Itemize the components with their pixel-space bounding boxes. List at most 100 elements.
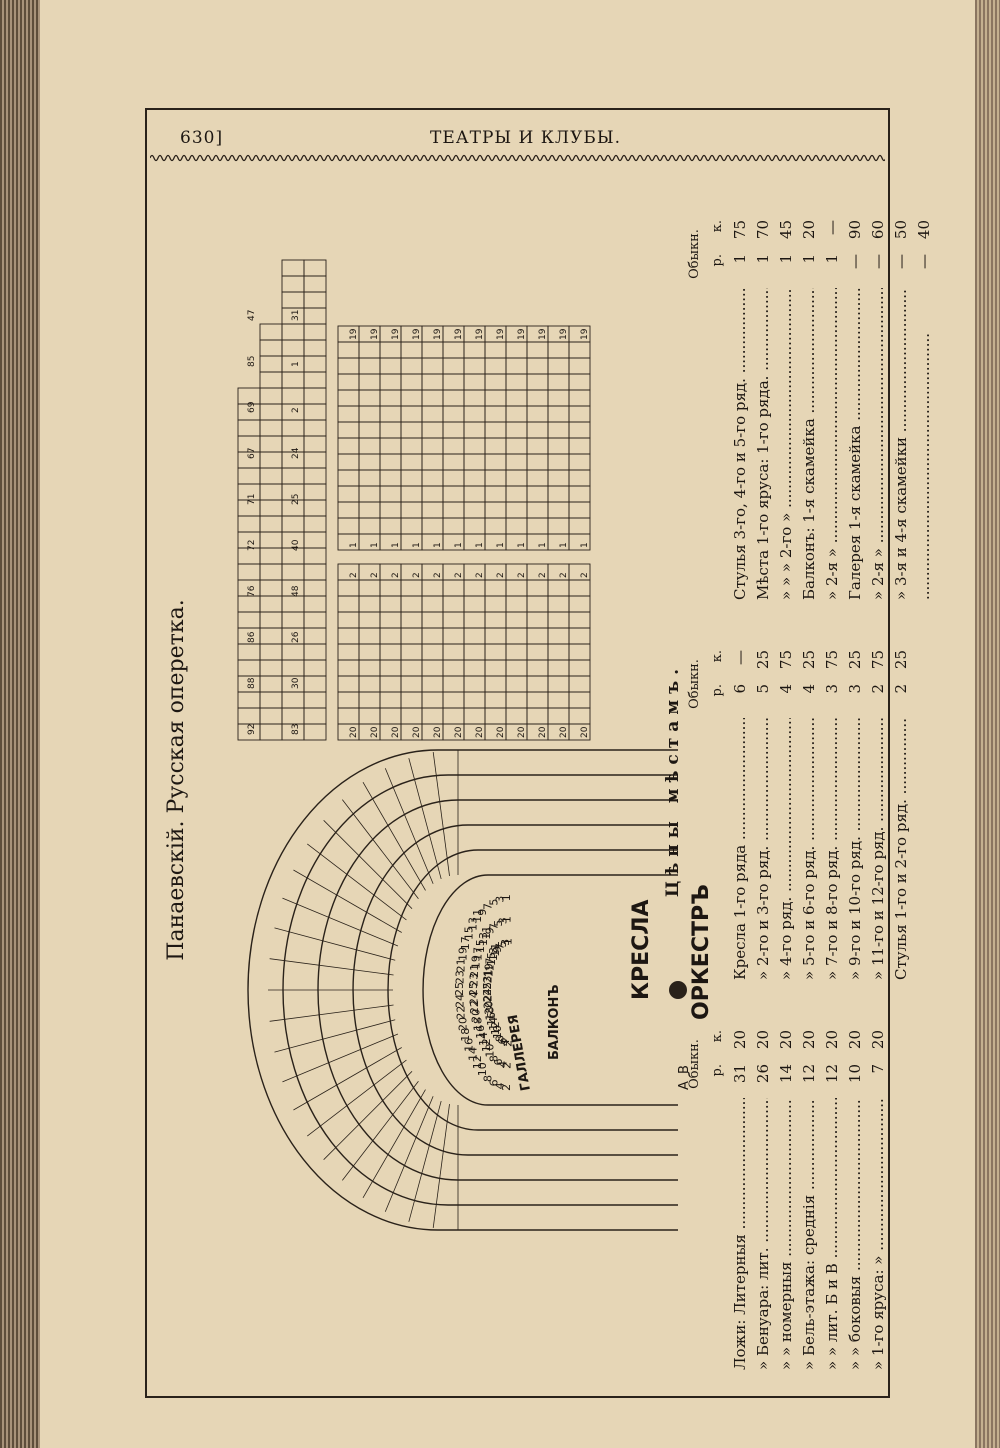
seat-cell (337, 595, 360, 613)
price-kop: 20 (800, 220, 818, 240)
seat-cell (568, 517, 591, 535)
seat-cell (526, 595, 549, 613)
box-cell (259, 515, 283, 533)
box-cell (303, 627, 327, 645)
seat-cell (421, 707, 444, 725)
seat-cell (337, 405, 360, 423)
seat-cell (358, 485, 381, 503)
price-kop: 20 (823, 1030, 841, 1050)
stall-seat: 5 (496, 940, 509, 947)
box-cell (259, 547, 283, 565)
seat-cell (547, 595, 570, 613)
stall-seat: 24 (481, 988, 494, 1002)
price-kop: 75 (777, 650, 795, 670)
box-cell (281, 419, 305, 437)
seat-cell (568, 405, 591, 423)
seat-cell (421, 627, 444, 645)
stall-seat: 10 (491, 1025, 504, 1039)
seat-cell (526, 437, 549, 455)
stall-seat: 11 (480, 926, 493, 940)
seat-cell (505, 373, 528, 391)
seat-cell (358, 437, 381, 455)
stall-seat: 19 (470, 955, 483, 969)
seat-number: 19 (370, 328, 380, 340)
box-cell (259, 451, 283, 469)
stall-seat: 1 (500, 894, 513, 901)
box-cell (259, 483, 283, 501)
seat-cell (379, 373, 402, 391)
seat-cell (526, 707, 549, 725)
seat-cell (400, 341, 423, 359)
seat-cell (421, 595, 444, 613)
stall-seat: 9 (491, 946, 504, 953)
box-cell (281, 275, 305, 293)
orchestra-label: ОРКЕСТРЪ (689, 884, 714, 1020)
seat-cell (526, 643, 549, 661)
seat-cell (337, 373, 360, 391)
price-rub: 14 (777, 1064, 795, 1084)
stall-seat: 14 (477, 1032, 490, 1046)
seat-cell (547, 405, 570, 423)
seat-cell (484, 675, 507, 693)
seat-cell (358, 579, 381, 597)
price-rub: 1 (731, 254, 749, 264)
seat-cell (547, 389, 570, 407)
box-cell (281, 611, 305, 629)
seat-cell (463, 611, 486, 629)
price-row: Мѣста 1-го яруса: 1-го ряда.170 (752, 220, 775, 600)
seat-cell (421, 643, 444, 661)
stall-seat: 13 (467, 917, 480, 931)
price-kop: 75 (823, 650, 841, 670)
box-cell (303, 595, 327, 613)
seat-cell (421, 341, 444, 359)
price-row: » 11-го и 12-го ряд.275 (867, 650, 890, 980)
seat-number: 2 (391, 572, 401, 578)
box-cell (259, 467, 283, 485)
seat-cell (526, 659, 549, 677)
price-row: Кресла 1-го ряда6— (729, 650, 752, 980)
seat-number: 19 (433, 328, 443, 340)
seat-cell (526, 691, 549, 709)
seat-number: 19 (559, 328, 569, 340)
seat-cell (484, 579, 507, 597)
stall-seat: 23 (467, 973, 480, 987)
seat-cell (547, 485, 570, 503)
stall-seat: 18 (471, 1017, 484, 1031)
seat-cell (379, 341, 402, 359)
stall-seat: 6 (492, 1058, 505, 1065)
box-cell (281, 371, 305, 389)
stall-seat: 10 (476, 1062, 489, 1076)
box-cell (259, 531, 283, 549)
gallery-label: ГАЛЛЕРЕЯ (506, 1013, 534, 1092)
seat-cell (379, 595, 402, 613)
box-cell (303, 483, 327, 501)
price-kop: 20 (754, 1030, 772, 1050)
box-divider (293, 1047, 402, 1111)
seat-cell (568, 373, 591, 391)
seat-cell (505, 357, 528, 375)
price-row: » 4-го ряд.475 (775, 650, 798, 980)
price-label: Галерея 1-я скамейка (844, 288, 867, 600)
box-cell (259, 595, 283, 613)
box-cell (259, 403, 283, 421)
stall-seat: 2 (502, 1040, 515, 1047)
running-title: ТЕАТРЫ И КЛУБЫ. (430, 128, 622, 148)
stall-seat: 19 (457, 947, 470, 961)
seat-cell (547, 579, 570, 597)
box-divider (384, 1096, 434, 1212)
seat-cell (505, 469, 528, 487)
stall-seat: 16 (485, 1012, 498, 1026)
box-divider (362, 1089, 426, 1199)
seat-cell (358, 707, 381, 725)
price-rub: 4 (777, 684, 795, 694)
stall-seat: 1 (501, 916, 514, 923)
box-cell (237, 515, 261, 533)
box-cell (237, 419, 261, 437)
seat-number: 20 (496, 726, 506, 738)
box-divider (432, 752, 450, 877)
seat-cell (421, 453, 444, 471)
seat-cell (421, 469, 444, 487)
stall-seat: 4 (496, 1061, 509, 1068)
stall-seat: 16 (463, 1038, 476, 1052)
